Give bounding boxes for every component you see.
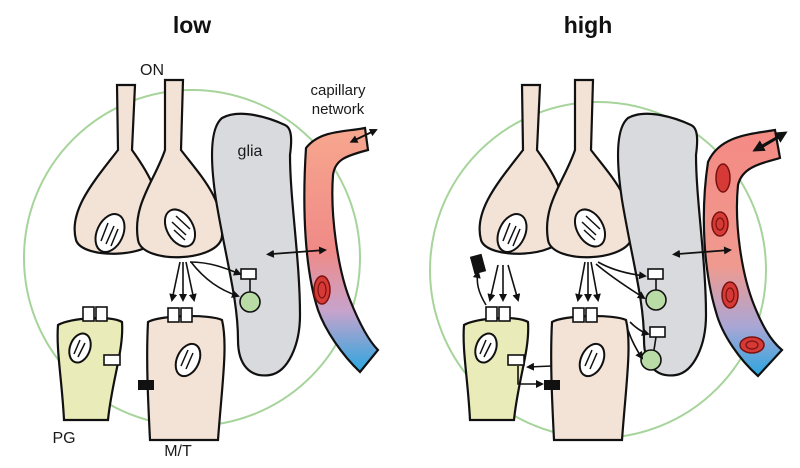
mt-blocker [138,380,154,390]
on-terminal-right [545,78,634,259]
capillary-vessel [303,126,380,374]
label-glia: glia [238,143,263,160]
pg-receptor [95,306,108,322]
mt-cell [146,314,226,442]
label-capillary-2: network [312,101,365,118]
release-arrows [169,261,242,302]
pg-cell [56,316,124,422]
red-blood-cell [715,163,731,193]
glia-receptor [240,268,257,280]
double-arrow-icon [672,246,732,258]
red-blood-cell [711,211,729,237]
pg-mt-arrows [517,362,553,388]
label-mt: M/T [164,443,192,460]
mitochondrion-icon [174,342,202,378]
glia-green-receptor [239,291,261,313]
pg-receptor [485,306,498,322]
panel-low: low ON glia capillary network [23,12,380,460]
pg-receptor [507,354,525,366]
red-blood-cell [739,336,765,354]
mitochondrion-icon [474,332,498,364]
label-capillary-1: capillary [310,82,366,99]
red-blood-cell [721,281,739,309]
mt-receptor [585,307,598,323]
mitochondrion-icon [496,213,528,253]
mitochondrion-icon [68,332,92,364]
mt-receptor [167,307,180,323]
glia-cell [616,112,708,377]
double-arrow-icon [266,246,327,258]
release-arrows [472,261,650,360]
label-pg: PG [52,430,75,447]
pg-receptor [103,354,121,366]
mitochondrion-icon [94,213,126,253]
label-on: ON [140,62,164,79]
panel-title-high: high [564,12,613,38]
glia-receptor [649,326,666,338]
double-arrow-icon [349,128,378,143]
on-terminal-left [478,83,566,255]
pg-receptor [82,306,95,322]
panel-high: high [429,12,788,442]
glia-receptor [647,268,664,280]
on-blocker [469,253,487,275]
mt-receptor [180,307,193,323]
on-terminal-right [135,78,224,259]
glia-cell [210,112,302,377]
mitochondrion-icon [578,342,606,378]
mt-blocker [544,380,560,390]
mt-cell [550,314,630,442]
red-blood-cell [313,275,331,305]
glia-green-receptor [645,289,667,311]
pg-receptor [498,306,511,322]
glia-green-receptor [640,349,662,371]
mt-receptor [572,307,585,323]
panel-title-low: low [173,12,211,38]
mitochondrion-icon [573,208,607,248]
mitochondrion-icon [163,208,197,248]
